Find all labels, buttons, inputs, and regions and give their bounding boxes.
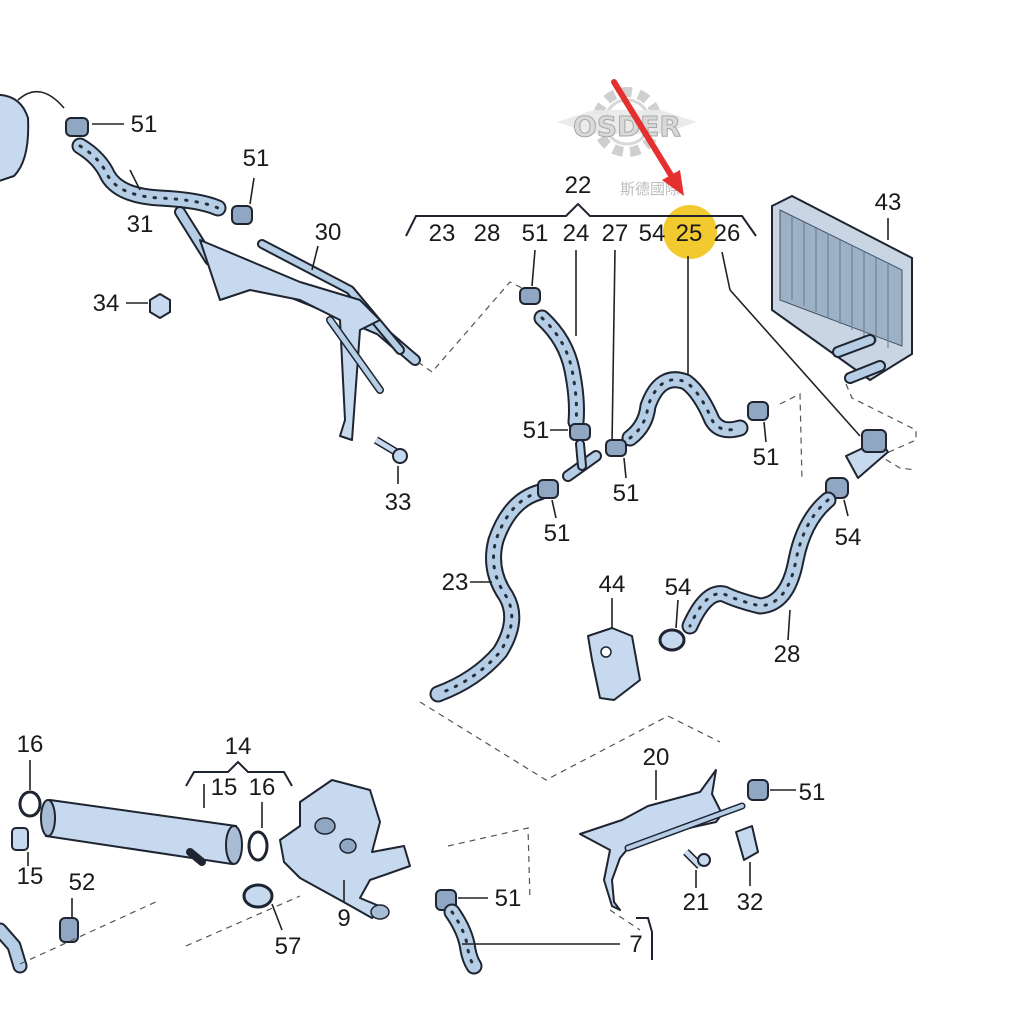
hose-23 — [429, 483, 549, 703]
callout-51-a: 51 — [131, 111, 158, 138]
thermostat-housing-9 — [279, 779, 411, 920]
heater-core-43 — [771, 194, 913, 384]
watermark-brand: OSDER — [573, 110, 681, 143]
clamp-51-icon — [747, 779, 769, 801]
clamp-54-icon — [658, 628, 686, 652]
callout-23: 23 — [442, 569, 469, 596]
clip-32-icon — [735, 825, 759, 861]
bracket-20 — [579, 769, 746, 911]
group-14-member-15: 15 — [211, 774, 238, 801]
red-arrow-icon — [611, 79, 684, 196]
group-22-member-28: 28 — [474, 220, 501, 247]
callout-21: 21 — [683, 889, 710, 916]
callout-30: 30 — [315, 219, 342, 246]
pipe-assembly-30 — [174, 206, 421, 441]
group-22-member-24: 24 — [563, 220, 590, 247]
watermark-subtitle: 斯德國際 — [620, 180, 680, 198]
flange-44 — [587, 627, 641, 701]
hose-24 — [533, 309, 585, 431]
clamp-51-icon — [605, 439, 627, 457]
coolant-reservoir — [0, 90, 65, 182]
callout-31: 31 — [127, 211, 154, 238]
callout-9: 9 — [337, 905, 350, 932]
coolant-pipe-14 — [40, 798, 243, 866]
nut-34-icon — [149, 293, 171, 319]
callout-51-b: 51 — [243, 145, 270, 172]
group-22-label: 22 — [565, 172, 592, 199]
callout-34: 34 — [93, 290, 120, 317]
group-22-member-54: 54 — [639, 220, 666, 247]
callout-51-f: 51 — [544, 520, 571, 547]
callout-51-c: 51 — [523, 417, 550, 444]
group-22-member-27: 27 — [602, 220, 629, 247]
group-14-member-16: 16 — [249, 774, 276, 801]
callout-7: 7 — [629, 931, 642, 958]
t-connector-27 — [562, 439, 602, 482]
highlight-marker — [663, 205, 717, 259]
callout-51-g: 51 — [799, 779, 826, 806]
callout-44: 44 — [599, 571, 626, 598]
callout-54-lower: 54 — [665, 574, 692, 601]
hose-28 — [681, 491, 837, 635]
group-22-member-25: 25 — [676, 220, 703, 247]
bolt-15-icon — [11, 827, 29, 851]
callout-15: 15 — [17, 863, 44, 890]
clamp-51-icon — [231, 205, 253, 225]
o-ring-16-left-icon — [18, 790, 42, 818]
gear-watermark-icon — [557, 87, 697, 157]
callout-20: 20 — [643, 744, 670, 771]
bolt-21-icon — [683, 849, 711, 869]
callout-28: 28 — [774, 641, 801, 668]
callout-33: 33 — [385, 489, 412, 516]
callout-52: 52 — [69, 869, 96, 896]
hose-bottom — [443, 903, 483, 975]
group-14-label: 14 — [225, 733, 252, 760]
group-22-bracket — [405, 202, 757, 237]
clamp-51-icon — [65, 117, 89, 137]
group-22-member-51: 51 — [522, 220, 549, 247]
group-14-bracket — [185, 760, 293, 787]
clamp-51-icon — [569, 423, 591, 441]
callout-32: 32 — [737, 889, 764, 916]
callout-51-d: 51 — [613, 480, 640, 507]
o-ring-16-right-icon — [247, 830, 269, 862]
callout-54-right: 54 — [835, 524, 862, 551]
callout-57: 57 — [275, 933, 302, 960]
hose-31 — [71, 137, 227, 217]
connector-26 — [845, 429, 889, 479]
group-22-member-26: 26 — [714, 220, 741, 247]
callout-43: 43 — [875, 189, 902, 216]
hose-25 — [621, 371, 749, 447]
group-22-member-23: 23 — [429, 220, 456, 247]
callout-16-left: 16 — [17, 731, 44, 758]
callout-51-e: 51 — [753, 444, 780, 471]
osder-watermark: OSDER 斯德國際 — [557, 87, 697, 198]
clamp-57-icon — [242, 883, 274, 909]
clamp-51-icon — [537, 479, 559, 499]
clamp-52-icon — [59, 917, 79, 943]
bolt-33-icon — [373, 436, 408, 464]
clamp-51-icon — [519, 287, 541, 305]
callout-51-h: 51 — [495, 885, 522, 912]
clamp-51-icon — [747, 401, 769, 421]
